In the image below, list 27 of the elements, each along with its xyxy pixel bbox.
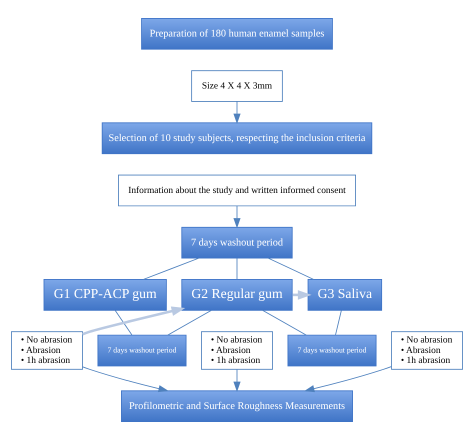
arrow: [304, 366, 392, 392]
connector: [142, 258, 200, 280]
connector: [114, 310, 132, 336]
connector: [262, 310, 307, 336]
arrow: [82, 306, 186, 336]
connector: [268, 258, 314, 280]
node-box: • No abrasion • Abrasion • 1h abrasion: [391, 331, 463, 370]
node-box: Size 4 X 4 X 3mm: [191, 70, 283, 102]
node-box: • No abrasion • Abrasion • 1h abrasion: [201, 331, 273, 370]
node-box: Profilometric and Surface Roughness Measurements: [121, 390, 353, 422]
node-box: Preparation of 180 human enamel samples: [141, 18, 333, 50]
node-box: G1 CPP-ACP gum: [44, 279, 167, 311]
connector: [335, 310, 342, 336]
node-box: Selection of 10 study subjects, respecting the inclusion criteria: [102, 122, 372, 154]
node-box: • No abrasion • Abrasion • 1h abrasion: [11, 331, 83, 370]
node-box: G2 Regular gum: [181, 279, 293, 311]
node-box: G3 Saliva: [308, 279, 382, 311]
arrow: [233, 101, 241, 124]
node-box: Information about the study and written informed consent: [118, 174, 356, 206]
node-box: 7 days washout period: [97, 334, 186, 366]
node-box: 7 days washout period: [181, 226, 293, 259]
arrow: [82, 366, 169, 392]
arrow: [233, 206, 241, 228]
node-box: 7 days washout period: [288, 334, 377, 366]
connector: [236, 258, 238, 280]
arrow: [233, 369, 241, 392]
connector: [167, 310, 212, 336]
